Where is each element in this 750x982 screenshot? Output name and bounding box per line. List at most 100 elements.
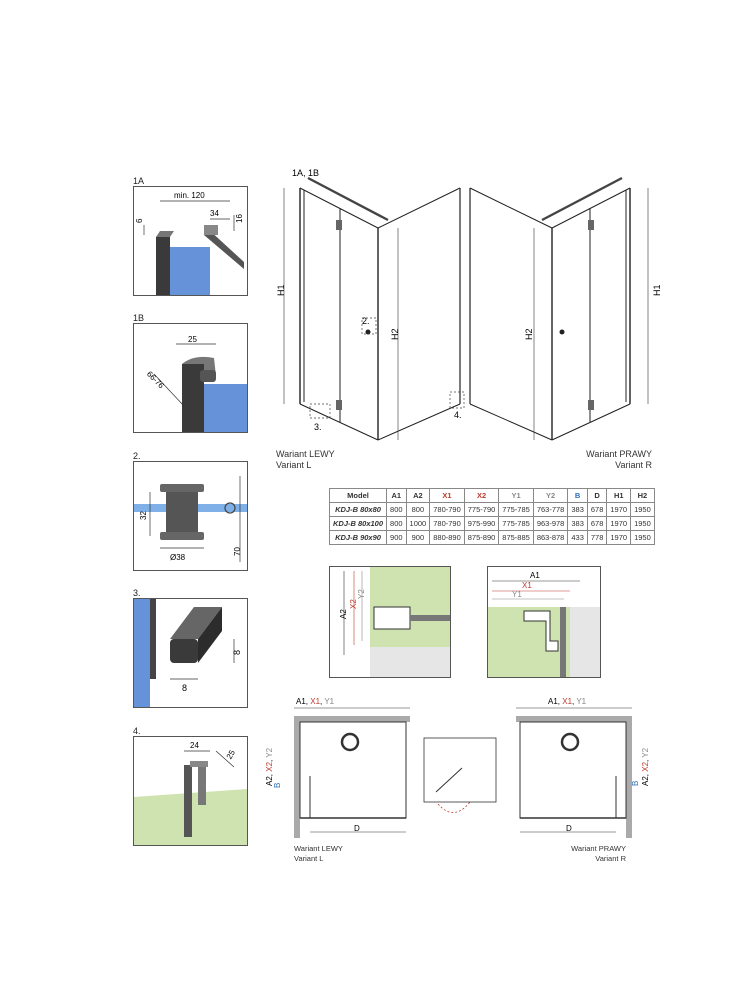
dim-4-24: 24 — [190, 741, 199, 750]
th-b: B — [567, 488, 588, 503]
th-y2: Y2 — [532, 488, 569, 503]
table-row: KDJ-B 80x80 800 800 780-790 775-790 775-… — [328, 502, 655, 517]
h2-right: H2 — [524, 328, 534, 340]
th-x1: X1 — [429, 488, 465, 503]
right-plan: A1, X1, Y1 D B A2, X2, Y2 — [516, 697, 650, 838]
h1-right: H1 — [652, 284, 662, 296]
section-side-drawing: A2 X2 Y2 — [339, 567, 450, 677]
detail-1b-drawing: 25 66-76 — [145, 335, 247, 432]
cell: 1950 — [630, 502, 655, 517]
plan-left-en: Variant L — [294, 854, 324, 863]
detail-3-panel: 8 8 — [133, 598, 248, 708]
right-variant-en: Variant R — [615, 460, 652, 470]
cell: 975-990 — [463, 516, 500, 531]
plan-right-a2: A2, X2, Y2 — [641, 747, 650, 786]
h1-left: H1 — [276, 284, 286, 296]
cell: 800 — [386, 502, 407, 517]
plan-left-pl: Wariant LEWY — [294, 844, 343, 853]
h2-left: H2 — [390, 328, 400, 340]
plan-right-b: B — [631, 781, 640, 786]
cell: KDJ-B 80x100 — [328, 516, 388, 531]
plan-right-pl: Wariant PRAWY — [571, 844, 626, 853]
plan-right-caption: Wariant PRAWY Variant R — [562, 844, 626, 864]
dim-1b-25: 25 — [188, 335, 197, 344]
th-x2: X2 — [463, 488, 500, 503]
detail-2-panel: 32 Ø38 70 — [133, 461, 248, 571]
cell: 433 — [567, 530, 588, 545]
left-variant-pl: Wariant LEWY — [276, 449, 335, 459]
dim-3-height: 8 — [232, 650, 242, 655]
dim-2-diameter: Ø38 — [170, 553, 186, 562]
detail-3-drawing: 8 8 — [134, 599, 242, 707]
detail-4-drawing: 24 25 — [134, 741, 247, 845]
callout-4: 4. — [454, 410, 462, 420]
th-a2: A2 — [405, 488, 431, 503]
cell: 678 — [586, 516, 608, 531]
dim-1a-34: 34 — [210, 209, 219, 218]
dim-1a-6: 6 — [135, 218, 144, 223]
plan-left-a1: A1, X1, Y1 — [296, 697, 335, 706]
left-variant-drawing — [283, 176, 465, 441]
section-side-panel: A2 X2 Y2 — [329, 566, 451, 678]
dim-2-32: 32 — [139, 511, 148, 520]
cell: 900 — [386, 530, 407, 545]
detail-4-label: 4. — [133, 726, 141, 736]
th-d: D — [586, 488, 608, 503]
plan-right-d: D — [566, 824, 572, 833]
left-variant-en: Variant L — [276, 460, 312, 470]
cell: 780-790 — [429, 516, 465, 531]
plan-left-caption: Wariant LEWY Variant L — [294, 844, 343, 864]
cell: 875-885 — [498, 530, 534, 545]
sec-y2: Y2 — [357, 589, 366, 599]
cell: 1970 — [606, 516, 632, 531]
sec-a1: A1 — [530, 571, 540, 580]
dim-1a-16: 16 — [235, 214, 244, 223]
th-h1: H1 — [606, 488, 632, 503]
right-variant-drawing — [469, 176, 649, 441]
table-header-row: Model A1 A2 X1 X2 Y1 Y2 B D H1 H2 — [328, 488, 655, 503]
dim-3-width: 8 — [182, 683, 187, 693]
section-top-panel: A1 X1 Y1 — [487, 566, 601, 678]
detail-2-label: 2. — [133, 451, 141, 461]
cell: 778 — [586, 530, 608, 545]
dim-1a-min: min. 120 — [174, 191, 205, 200]
cell: 383 — [567, 516, 588, 531]
th-y1: Y1 — [498, 488, 534, 503]
left-plan: A1, X1, Y1 D B A2, X2, Y2 — [266, 697, 410, 838]
detail-1a-panel: min. 120 34 6 16 — [133, 186, 248, 296]
dim-1b-range: 66-76 — [145, 369, 166, 390]
cell: 963-978 — [532, 516, 569, 531]
sec-x2: X2 — [349, 599, 358, 609]
cell: 763-778 — [532, 502, 569, 517]
cell: 800 — [386, 516, 407, 531]
cell: 383 — [567, 502, 588, 517]
callout-3: 3. — [314, 422, 322, 432]
plan-left-d: D — [354, 824, 360, 833]
cell: 780-790 — [429, 502, 465, 517]
sec-x1: X1 — [522, 581, 532, 590]
detail-4-panel: 24 25 — [133, 736, 248, 846]
dim-2-70: 70 — [233, 547, 242, 556]
cell: 775-785 — [498, 516, 534, 531]
cell: 1970 — [606, 502, 632, 517]
cell: KDJ-B 80x80 — [328, 502, 388, 517]
callout-1a-1b: 1A, 1B — [292, 168, 319, 178]
cell: 1000 — [405, 516, 431, 531]
th-a1: A1 — [386, 488, 407, 503]
plan-right-a1: A1, X1, Y1 — [548, 697, 587, 706]
detail-3-label: 3. — [133, 588, 141, 598]
plan-views: A1, X1, Y1 D B A2, X2, Y2 A1, X1, Y1 D — [266, 697, 650, 838]
table-row: KDJ-B 90x90 900 900 880-890 875-890 875-… — [328, 530, 655, 545]
cell: 900 — [405, 530, 431, 545]
detail-1a-label: 1A — [133, 176, 145, 186]
cell: 1950 — [630, 516, 655, 531]
left-variant-caption: Wariant LEWY Variant L — [276, 449, 335, 471]
detail-1a-drawing: min. 120 34 6 16 — [135, 191, 244, 295]
dim-4-25: 25 — [225, 748, 238, 761]
cell: 880-890 — [429, 530, 465, 545]
cell: 1950 — [630, 530, 655, 545]
detail-1b-panel: 25 66-76 — [133, 323, 248, 433]
plan-left-b: B — [273, 783, 282, 788]
cell: 875-890 — [463, 530, 500, 545]
cell: 678 — [586, 502, 608, 517]
